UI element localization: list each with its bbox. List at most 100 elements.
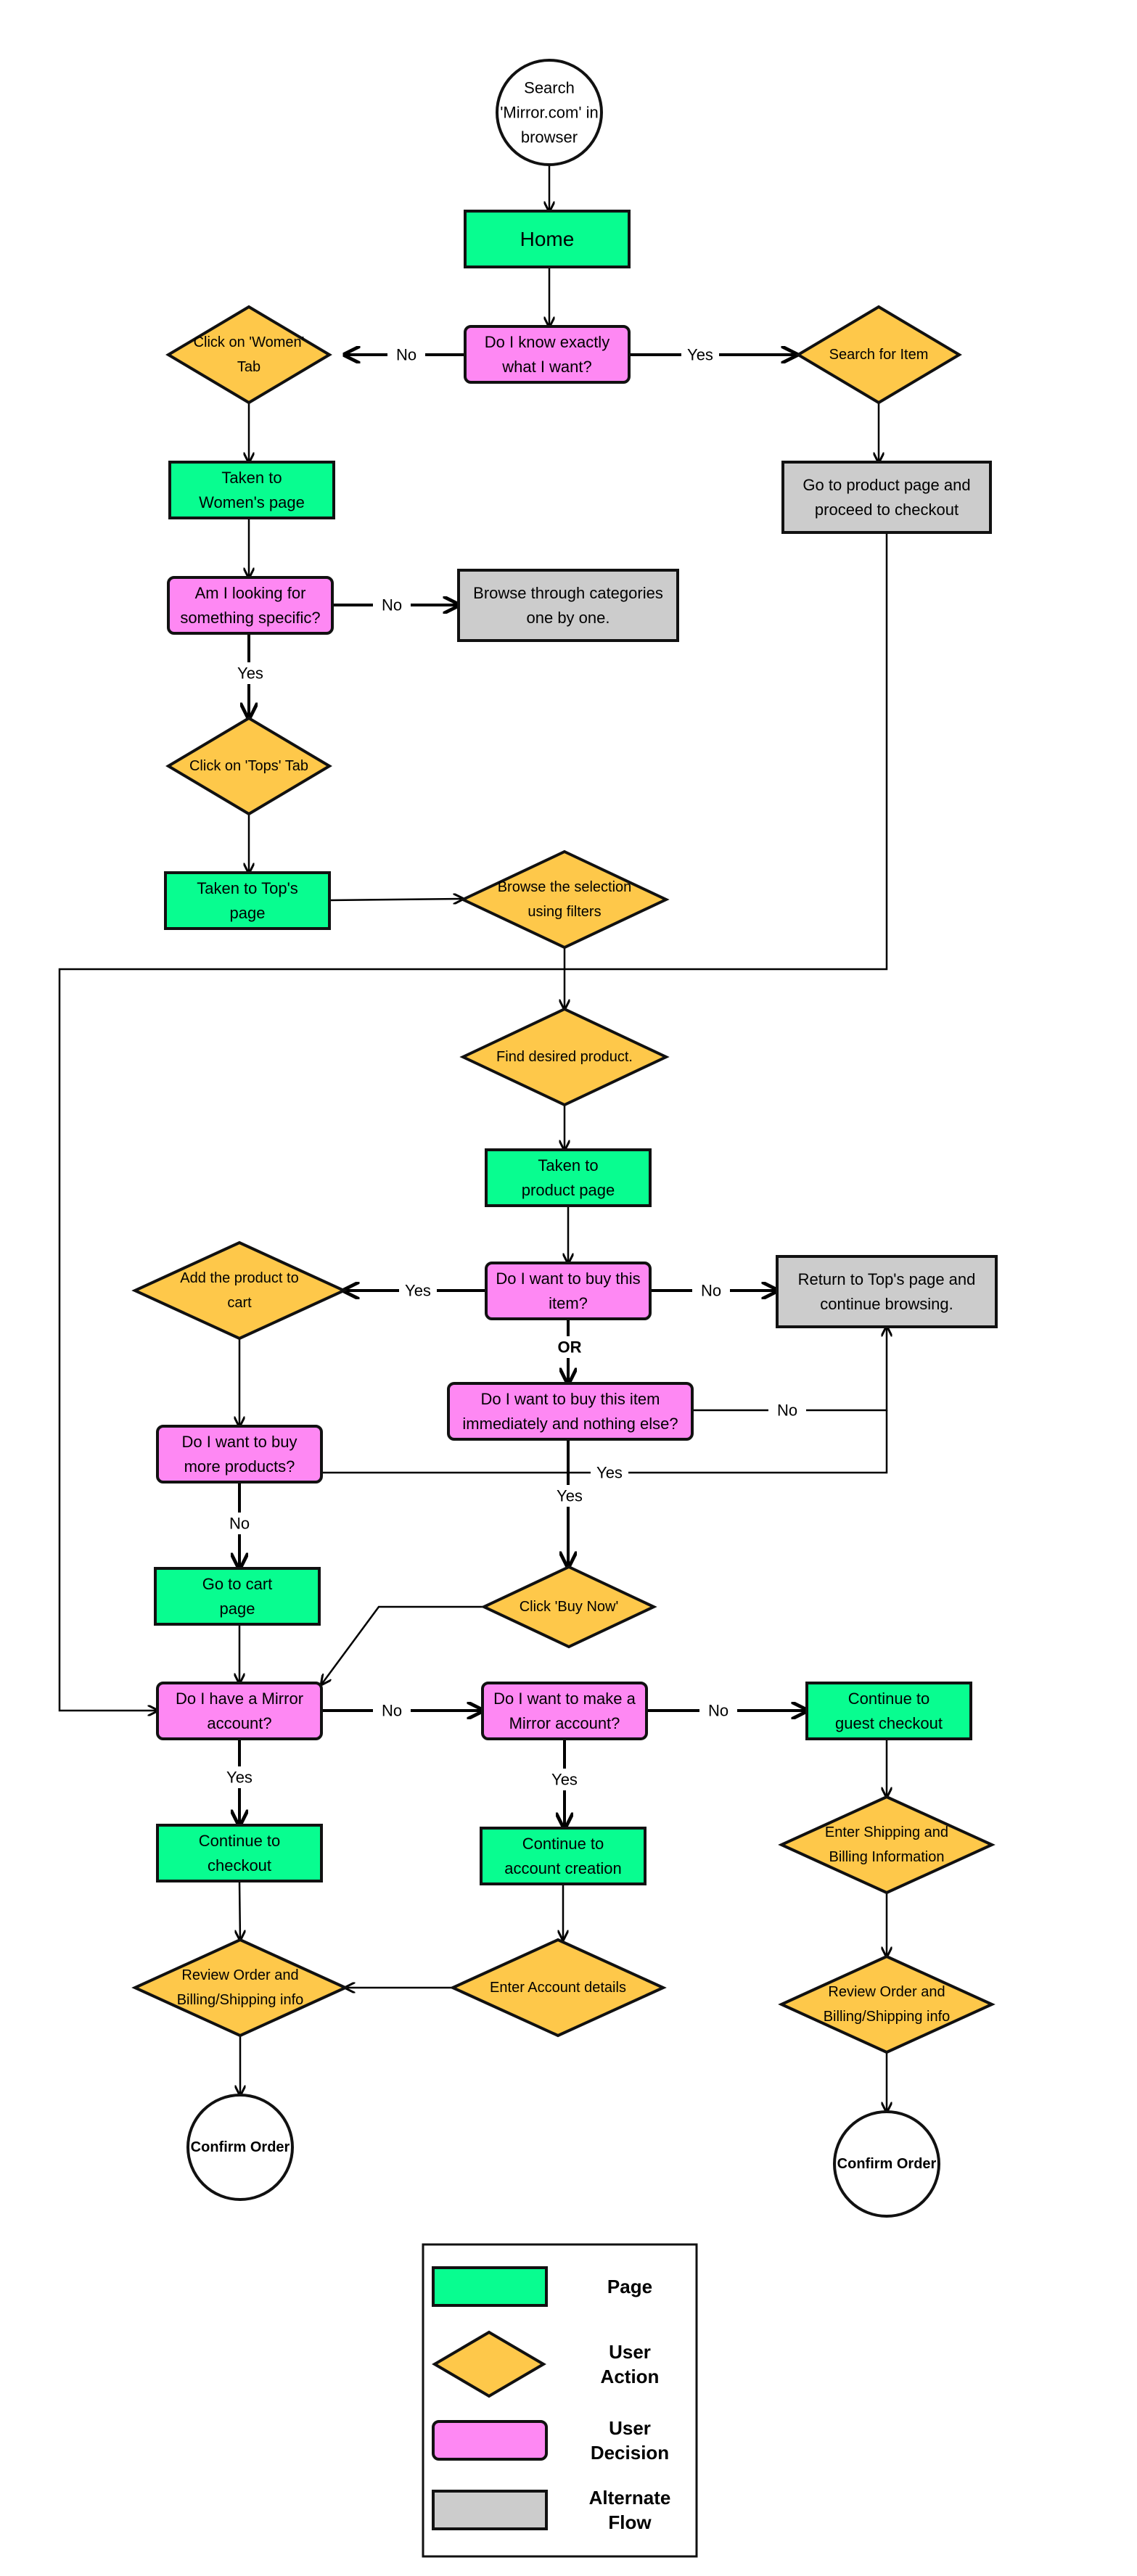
flowchart-edges <box>58 165 887 2112</box>
node-shape-rounded-rect <box>464 325 631 384</box>
node-shape-rect <box>464 210 631 268</box>
edge-label-background <box>373 594 411 616</box>
edge-label-background <box>373 1700 411 1721</box>
node-shape-diamond <box>131 1240 348 1341</box>
legend-label-line: Decision <box>591 2442 669 2464</box>
node-womens-page-label-line: Taken to <box>221 469 282 487</box>
node-product-page-label-line: Taken to <box>538 1156 598 1174</box>
edge-label-background <box>221 1513 258 1534</box>
edge-label-text: No <box>701 1282 721 1300</box>
node-shape-circle <box>496 59 603 166</box>
node-click-tops-label-line: Click on 'Tops' Tab <box>189 758 308 774</box>
node-cart-page: Go to cart page <box>154 1567 321 1626</box>
node-shape-diamond <box>459 849 670 950</box>
edge-label-text: No <box>382 1702 402 1720</box>
edge-label-text: No <box>708 1702 728 1720</box>
node-shape-diamond <box>165 716 332 816</box>
node-account-creation-label-line: Continue to <box>522 1835 604 1853</box>
node-looking-specific: Am I looking for something specific? <box>167 576 334 635</box>
edge-label-account-yes: Yes <box>221 1766 258 1788</box>
edge-label-background <box>387 344 425 366</box>
edge-label-buy-no: No <box>692 1280 730 1301</box>
node-home-label-line: Home <box>520 228 575 250</box>
node-continue-checkout-label-line: checkout <box>208 1856 271 1875</box>
node-looking-specific-label-line: Am I looking for <box>195 584 306 602</box>
node-womens-page: Taken to Women's page <box>168 461 335 519</box>
node-cart-page-label-line: page <box>220 1600 255 1618</box>
node-add-cart: Add the product to cart <box>131 1240 348 1341</box>
node-browse-categories-label-line: Browse through categories <box>473 584 663 602</box>
node-shape-rect <box>776 1255 998 1328</box>
edge-label-background <box>546 1769 583 1790</box>
node-shape-rounded-rect <box>156 1682 323 1740</box>
edge-label-more-no: No <box>221 1513 258 1534</box>
edge-label-or: OR <box>551 1336 588 1358</box>
node-want-buy-label-line: Do I want to buy this <box>496 1270 640 1288</box>
edge-label-background <box>768 1399 806 1421</box>
node-add-cart-label-line: Add the product to <box>180 1270 298 1286</box>
node-make-account-label-line: Do I want to make a <box>493 1690 636 1708</box>
node-looking-specific-label-line: something specific? <box>180 609 320 627</box>
edge-label-background <box>681 344 719 366</box>
edge-label-account-no: No <box>373 1700 411 1721</box>
node-browse-categories-label-line: one by one. <box>527 609 610 627</box>
node-shape-rect <box>480 1827 647 1885</box>
node-shape-rect <box>156 1824 323 1882</box>
node-click-tops: Click on 'Tops' Tab <box>165 716 332 816</box>
node-shape-diamond <box>459 1007 670 1107</box>
node-search-item: Search for Item <box>795 305 962 405</box>
node-product-page: Taken to product page <box>485 1148 652 1207</box>
node-shape-rect <box>154 1567 321 1626</box>
node-know-exactly-label-line: Do I know exactly <box>485 333 609 351</box>
legend-label-line: User <box>609 2417 651 2439</box>
node-add-cart-label-line: cart <box>227 1295 252 1311</box>
edge-label-background <box>551 1336 588 1358</box>
edge-label-make-yes: Yes <box>546 1769 583 1790</box>
node-shape-diamond <box>449 1938 667 2038</box>
edge-label-make-no: No <box>699 1700 737 1721</box>
node-buy-more-label-line: more products? <box>184 1457 295 1476</box>
legend-swatch-diamond <box>432 2330 546 2398</box>
edge-connector <box>321 1605 484 1684</box>
legend-label-line: Flow <box>608 2511 652 2533</box>
node-browse-filters-label-line: Browse the selection <box>498 879 632 895</box>
node-cart-page-label-line: Go to cart <box>202 1575 273 1593</box>
node-shape-rounded-rect <box>167 576 334 635</box>
edge-label-text: Yes <box>226 1769 253 1787</box>
node-buy-immediately: Do I want to buy this item immediately an… <box>447 1382 694 1441</box>
legend-swatch-rounded-rect <box>432 2420 548 2461</box>
edge-label-immediate-yes-down: Yes <box>551 1485 588 1507</box>
node-shape-rect <box>164 871 331 930</box>
node-enter-shipping-label-line: Billing Information <box>829 1849 945 1865</box>
node-start-label-line: 'Mirror.com' in <box>500 104 599 122</box>
node-buy-immediately-label-line: Do I want to buy this item <box>481 1390 660 1408</box>
node-enter-account-label-line: Enter Account details <box>490 1980 626 1996</box>
node-buy-immediately-label-line: immediately and nothing else? <box>462 1415 678 1433</box>
legend-label-line: Action <box>601 2366 660 2387</box>
node-tops-page-label-line: Taken to Top's <box>197 879 298 897</box>
edge-label-background <box>699 1700 737 1721</box>
node-review-right-label-line: Review Order and <box>828 1984 945 2000</box>
edge-label-background <box>231 662 269 684</box>
node-shape-diamond <box>165 305 332 405</box>
edge-label-text: Yes <box>687 346 713 364</box>
node-product-page-label-line: product page <box>522 1181 615 1199</box>
node-review-left-label-line: Review Order and <box>181 1967 298 1983</box>
edge-label-background <box>221 1766 258 1788</box>
legend-swatch-rect <box>432 2266 548 2307</box>
node-womens-page-label-line: Women's page <box>199 493 305 511</box>
node-have-account-label-line: account? <box>207 1714 271 1732</box>
edge-connector <box>692 1327 887 1412</box>
node-goto-product-checkout-label-line: Go to product page and <box>803 476 970 494</box>
